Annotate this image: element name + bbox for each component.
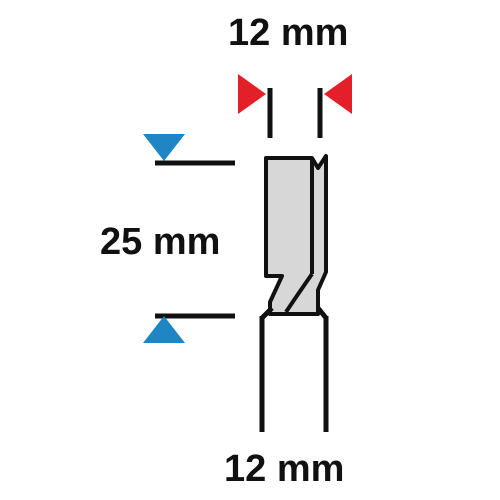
cutting-length-label: 25 mm (100, 221, 221, 263)
width-arrow-right-icon (324, 74, 352, 114)
cutter-head (264, 154, 328, 316)
cutting-diameter-label: 12 mm (228, 12, 349, 54)
length-arrow-top-icon (143, 134, 185, 161)
cutter-body (264, 154, 328, 316)
shank-taper-right (316, 306, 328, 320)
cutter-flute-curve (284, 272, 314, 314)
shank (259, 306, 329, 432)
shank-diameter-label: 12 mm (224, 448, 345, 490)
length-arrow-bottom-icon (143, 316, 185, 343)
width-arrow-left-icon (238, 74, 266, 114)
shank-taper-left (260, 306, 274, 320)
